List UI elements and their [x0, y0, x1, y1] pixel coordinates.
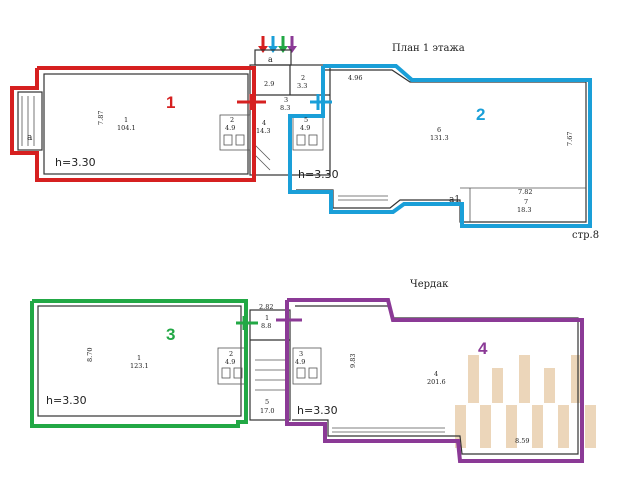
f1-dim-767: 7.67 [566, 132, 574, 146]
zone-3-outline [30, 299, 248, 428]
f1-dim-496: 4.96 [348, 74, 362, 82]
f1-room-7-no: 7 [524, 198, 528, 206]
zone-4-height: h=3.30 [297, 404, 338, 417]
at-dim-859: 8.59 [515, 437, 529, 445]
at-room-1b-area: 8.8 [261, 322, 271, 330]
zone-3-number: 3 [166, 325, 175, 344]
label-a-left: a [27, 133, 33, 143]
at-room-3-no: 3 [299, 350, 303, 358]
f1-room-1-area: 104.1 [117, 124, 136, 132]
f1-room-6-area: 131.3 [430, 134, 449, 142]
f1-room-7-area: 18.3 [517, 206, 531, 214]
at-room-2-area: 4.9 [225, 358, 235, 366]
f1-room-5-no: 5 [304, 116, 308, 124]
at-room-4-area: 201.6 [427, 378, 446, 386]
label-a-top: a [268, 55, 273, 64]
attic-title: Чердак [410, 279, 449, 290]
at-dim-282: 2.82 [259, 303, 273, 311]
zone-1-number: 1 [166, 93, 175, 112]
at-room-1-no: 1 [137, 354, 141, 362]
f1-room-4-no: 4 [262, 119, 266, 127]
f1-room-3-area: 8.3 [280, 104, 290, 112]
attic-walls [37, 305, 579, 455]
f1-dim-2-9: 2.9 [264, 80, 274, 88]
zone-3-height: h=3.30 [46, 394, 87, 407]
f1-room-4-area: 14.3 [256, 127, 270, 135]
at-room-4-no: 4 [434, 370, 438, 378]
zone-2-number: 2 [476, 105, 485, 124]
at-room-1b-no: 1 [265, 314, 269, 322]
at-room-5-no: 5 [265, 398, 269, 406]
f1-room-6-no: 6 [437, 126, 441, 134]
zone-1-height: h=3.30 [55, 156, 96, 169]
zone-1-outline [10, 66, 256, 182]
f1-dim-782: 7.82 [518, 188, 532, 196]
zone-2-outline [288, 64, 592, 228]
at-room-5-area: 17.0 [260, 407, 274, 415]
f1-room-2b-area: 3.3 [297, 82, 307, 90]
at-room-2-no: 2 [229, 350, 233, 358]
arrow-purple [287, 36, 297, 53]
at-dim-983: 9.83 [349, 354, 357, 368]
f1-room-2a-no: 2 [230, 116, 234, 124]
zone-4-number: 4 [478, 339, 488, 358]
at-room-1-area: 123.1 [130, 362, 149, 370]
at-dim-870: 8.70 [86, 348, 94, 362]
f1-label-a1: a1 [449, 195, 460, 205]
watermark-pattern [455, 355, 596, 448]
f1-dim-787: 7.87 [97, 111, 105, 125]
f1-room-2b-no: 2 [301, 74, 305, 82]
floor1-title: План 1 этажа [392, 43, 465, 54]
f1-room-1-no: 1 [124, 116, 128, 124]
at-room-3-area: 4.9 [295, 358, 305, 366]
zone-4-outline [285, 298, 584, 463]
f1-room-3-no: 3 [284, 96, 288, 104]
page-reference: стр.8 [572, 230, 599, 241]
f1-room-2a-area: 4.9 [225, 124, 235, 132]
zone-2-height: h=3.30 [298, 168, 339, 181]
f1-room-5-area: 4.9 [300, 124, 310, 132]
